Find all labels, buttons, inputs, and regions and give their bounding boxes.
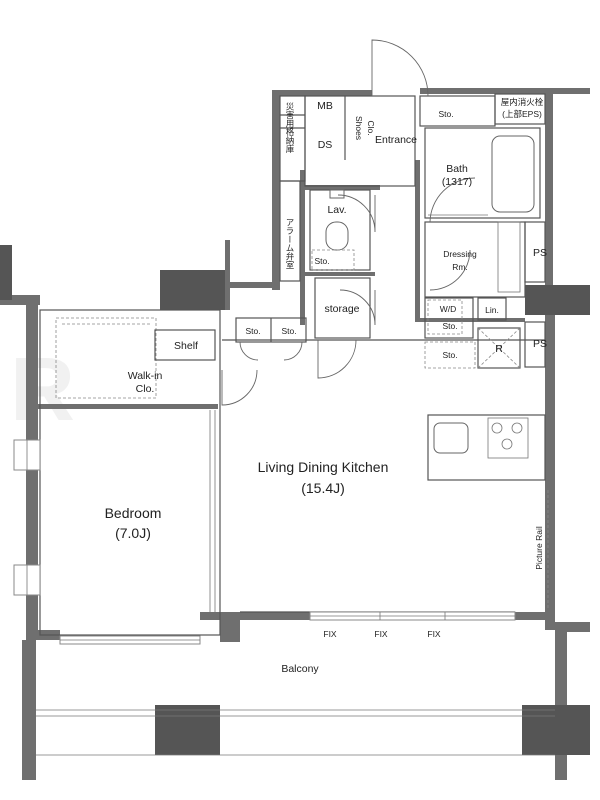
alarm-valve-label: アラーム弁室: [285, 218, 295, 269]
room-labels: Living Dining Kitchen (15.4J) Bedroom (7…: [105, 97, 547, 675]
windows: [13, 439, 516, 645]
dressing-label-line1: Dressing: [443, 249, 477, 259]
disaster-storage-label: 災害用格納庫: [285, 102, 295, 154]
doors: [221, 39, 476, 406]
mb-label: MB: [317, 100, 333, 112]
entrance-label: Entrance: [375, 134, 417, 146]
picture-rail-label: Picture Rail: [534, 526, 544, 570]
lin-label: Lin.: [485, 305, 499, 315]
ldk-name-label: Living Dining Kitchen: [258, 459, 389, 475]
ldk-size-label: (15.4J): [301, 480, 345, 496]
refrigerator-label: R: [495, 343, 503, 355]
fix-label-1: FIX: [323, 629, 337, 639]
balcony-railing: [36, 709, 555, 756]
ps-lower-label: PS: [533, 338, 547, 350]
fix-label-3: FIX: [427, 629, 441, 639]
watermark: R: [10, 340, 75, 440]
ps-upper-label: PS: [533, 247, 547, 259]
bath-size-label: (1317): [442, 176, 472, 188]
bedroom-name-label: Bedroom: [105, 505, 162, 521]
hydrant-label-line2: (上部EPS): [502, 109, 542, 119]
balcony-label: Balcony: [281, 663, 319, 675]
storage-label: storage: [324, 303, 359, 315]
hydrant-label-line1: 屋内消火栓: [501, 97, 544, 107]
kitchen-counter: [427, 414, 546, 481]
wd-label: W/D: [440, 304, 457, 314]
structural-pillars: [0, 245, 590, 755]
ds-label: DS: [318, 139, 333, 151]
walkin-label-line2: Clo.: [136, 383, 155, 395]
shelf-label: Shelf: [174, 340, 198, 352]
dressing-label-line2: Rm.: [452, 262, 468, 272]
bedroom-size-label: (7.0J): [115, 525, 151, 541]
shoes-clo-label-line2: Clo.: [366, 120, 376, 135]
walkin-label-line1: Walk-in: [128, 370, 163, 382]
sto-entrance-label: Sto.: [438, 109, 453, 119]
sto-wd-label: Sto.: [442, 321, 457, 331]
lav-label: Lav.: [327, 204, 346, 216]
bath-name-label: Bath: [446, 163, 468, 175]
sto-kitchen-label: Sto.: [442, 350, 457, 360]
shoes-clo-label-line1: Shoes: [354, 116, 364, 140]
sto-left-label: Sto.: [245, 326, 260, 336]
sto-lav-label: Sto.: [314, 256, 329, 266]
sto-right-label: Sto.: [281, 326, 296, 336]
interior-partitions: [39, 93, 546, 636]
fix-label-2: FIX: [374, 629, 388, 639]
